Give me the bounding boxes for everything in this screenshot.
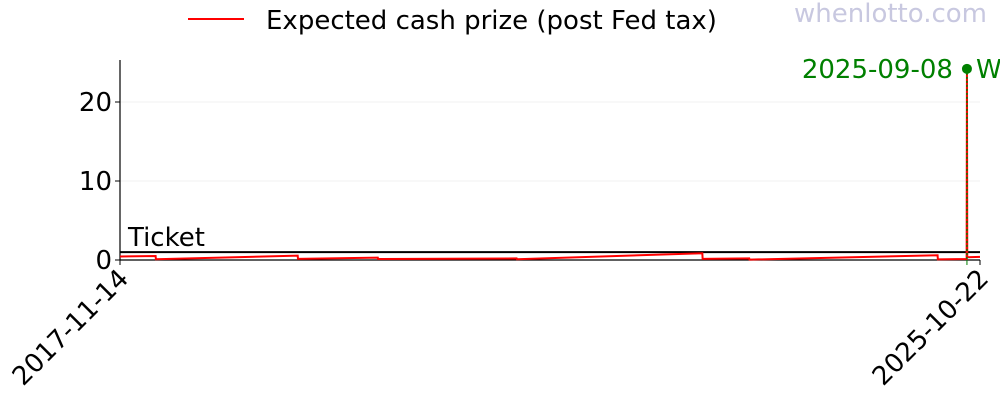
legend-label: Expected cash prize (post Fed tax)	[266, 6, 717, 36]
series-line	[119, 68, 981, 261]
y-tick-label: 0	[95, 246, 112, 276]
win-point	[961, 63, 972, 74]
watermark: whenlotto.com	[794, 0, 987, 29]
win-label: W	[976, 55, 1000, 85]
y-tick-label: 20	[79, 88, 112, 118]
x-tick-label: 2017-11-14	[7, 264, 135, 392]
ticket-label: Ticket	[127, 223, 205, 253]
y-tick-label: 10	[79, 167, 112, 197]
x-tick-label: 2025-10-22	[867, 264, 995, 392]
win-date-label: 2025-09-08	[802, 55, 953, 85]
